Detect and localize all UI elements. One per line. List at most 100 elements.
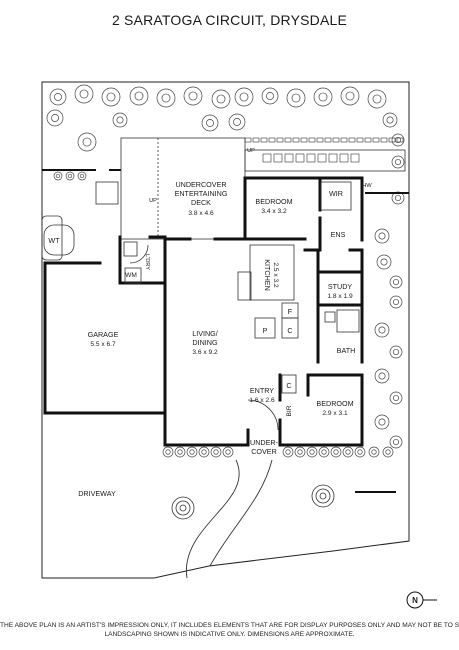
shrub-core-icon [216,94,226,104]
shrub-icon [391,155,405,169]
paver-icon [350,153,360,163]
paver-icon [340,137,348,143]
shrub-icon [389,435,403,449]
paver-icon [396,137,404,143]
shrub-icon [46,109,64,127]
paver-icon [268,137,276,143]
cupboard2-label: C [286,381,291,390]
paver-icon [252,137,260,143]
shrub-core-icon [106,92,116,102]
shrub-core-icon [188,91,198,101]
shrub-icon [222,446,234,458]
room-labels: UNDERCOVER ENTERTAINING DECK 3.8 x 4.6 B… [48,148,372,498]
shrub-core-icon [392,438,400,446]
shrub-icon [367,89,387,109]
shrub-core-icon [291,93,301,103]
deck-dims: 3.8 x 4.6 [188,210,214,217]
shrub-core-icon [372,94,382,104]
shrub-icon [368,446,380,458]
shrub-icon [376,254,392,270]
shrub-icon [382,112,398,128]
walls [43,176,364,447]
paver-icon [284,137,292,143]
paver-icon [276,137,284,143]
shrub-core-icon [394,158,402,166]
paver-icon [316,137,324,143]
shrub-core-icon [213,449,219,455]
shrub-icon [318,446,330,458]
shrub-icon [77,171,87,181]
disclaimer: THE ABOVE PLAN IS AN ARTIST'S IMPRESSION… [0,622,459,639]
shrub-icon [211,89,231,109]
undercover-label-1: UNDER- [250,438,279,447]
shrub-core-icon [380,258,388,266]
paver-icon [388,137,396,143]
shrub-core-icon [165,449,171,455]
shrub-icon [354,446,366,458]
shrub-icon [389,391,403,405]
paver-icon [324,137,332,143]
deck-label-3: DECK [191,198,211,207]
paver-icon [339,153,349,163]
paver-icon [295,153,305,163]
shrub-icon [174,446,186,458]
living-dims: 3.6 x 9.2 [192,349,218,356]
entry-dims: 1.6 x 2.6 [249,397,275,404]
ens-label: ENS [331,230,346,239]
shrub-icon [330,446,342,458]
entry-label: ENTRY [250,386,274,395]
shrub-core-icon [378,232,386,240]
shrub-core-icon [55,173,61,179]
shrub-core-icon [225,449,231,455]
shrub-core-icon [392,278,400,286]
study-dims: 1.8 x 1.9 [327,293,353,300]
shrub-icon [374,322,390,338]
shrub-icon [389,345,403,359]
paver-icon [244,137,252,143]
shrub-icon [340,86,360,106]
shrub-core-icon [79,173,85,179]
paver-icon [306,153,316,163]
shrub-icon [286,88,306,108]
shrub-core-icon [67,173,73,179]
shrub-icon [234,87,254,107]
driveway-label: DRIVEWAY [78,489,116,498]
shrub-core-icon [318,92,328,102]
cupboard-label: C [287,326,292,335]
paver-icon [308,137,316,143]
kitchen-label: KITCHEN [263,259,272,291]
paver-icon [317,153,327,163]
shrub-icon [210,446,222,458]
shrub-core-icon [82,137,92,147]
shrub-core-icon [285,449,291,455]
shrub-icon [389,275,403,289]
shrub-core-icon [392,394,400,402]
shrub-core-icon [392,298,400,306]
kitchen-dims: 2.5 x 3.2 [272,262,279,288]
compass-label: N [412,596,418,605]
bir-label: BIR [286,405,293,416]
page-title: 2 SARATOGA CIRCUIT, DRYSDALE [111,12,348,28]
property-boundary [41,81,410,579]
shrub-core-icon [371,449,377,455]
living-label-2: DINING [192,338,218,347]
shrub-icon [342,446,354,458]
shrub-core-icon [177,449,183,455]
shrub-icon [294,446,306,458]
shrub-icon [77,132,97,152]
shrub-core-icon [394,194,402,202]
feature-tree-left [171,496,195,520]
shrub-core-icon [239,92,249,102]
bedroom2-dims: 2.9 x 3.1 [322,410,348,417]
shrub-core-icon [345,449,351,455]
stepping-pavers [244,137,404,163]
paver-icon [356,137,364,143]
pantry-label: P [263,326,268,335]
shrub-core-icon [233,118,241,126]
shrub-icon [74,84,94,104]
disclaimer-line-2: LANDSCAPING SHOWN IS INDICATIVE ONLY. DI… [104,630,355,638]
feature-tree-right [311,484,335,508]
shrub-core-icon [79,89,89,99]
shrub-icon [228,113,246,131]
